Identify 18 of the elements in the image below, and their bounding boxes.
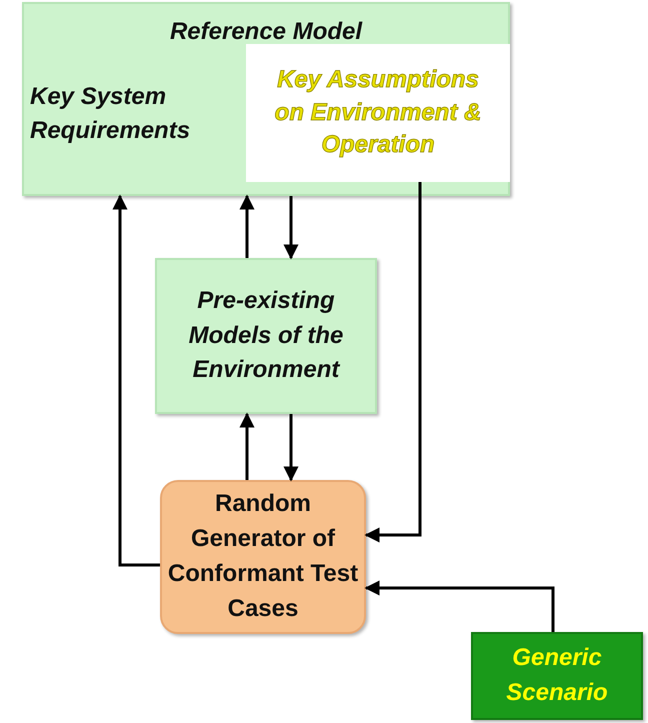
arrow [364,182,422,542]
arrow [240,412,254,480]
box-label: Generic Scenario [505,643,609,708]
assumptions-box [246,44,510,182]
scenario-box [471,632,643,720]
arrow [112,194,160,566]
arrow [240,194,254,258]
model-box [155,258,377,414]
model-box [22,2,510,196]
arrow [284,414,298,482]
box-label: Key System Requirements [30,82,192,146]
arrow [284,196,298,260]
box-label: Key Assumptions on Environment & Operation [274,65,482,160]
arrow [364,580,554,632]
box-title: Reference Model [168,18,364,47]
generator-box [160,480,366,634]
box-label: Pre-existing Models of the Environment [188,286,344,386]
box-label: Random Generator of Conformant Test Cases [166,489,360,624]
